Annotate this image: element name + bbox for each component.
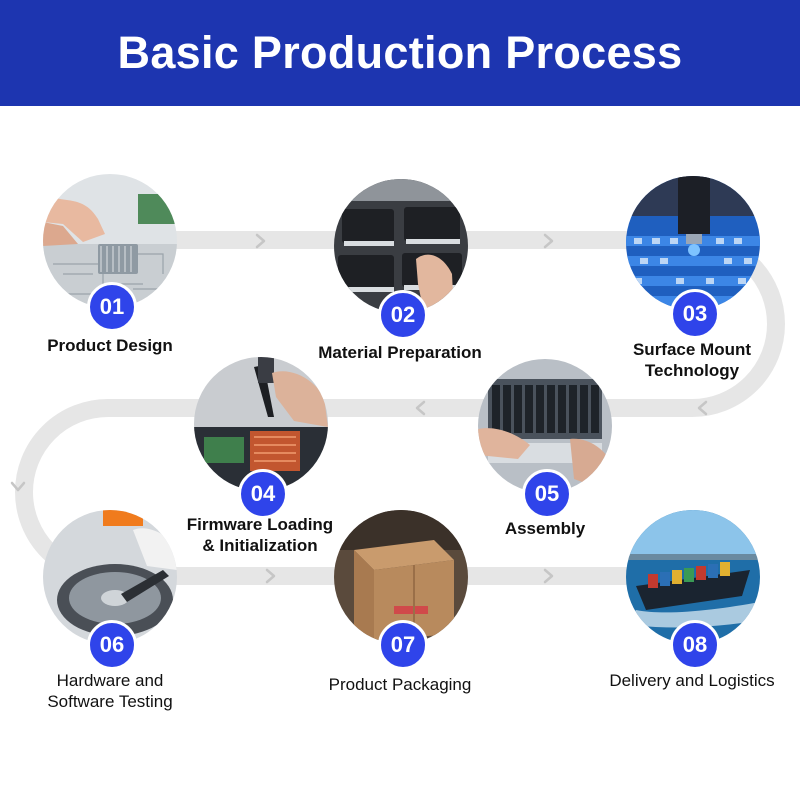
step-label: Assembly: [504, 519, 586, 538]
soldering-photo: [194, 357, 328, 491]
step-number-badge: 08: [670, 620, 720, 670]
track-row-1: [15, 231, 785, 585]
chevron-right-icon: [543, 568, 554, 584]
step-label: Surface Mount Technology: [632, 340, 752, 380]
step-number-badge: 03: [670, 289, 720, 339]
step-label: Firmware Loading & Initialization: [186, 515, 334, 555]
step-label: Product Packaging: [328, 675, 472, 694]
chevron-right-icon: [265, 568, 276, 584]
chevron-right-icon: [543, 233, 554, 249]
step-label: Product Design: [47, 336, 173, 355]
hard-drive-photo: [43, 510, 177, 644]
page-header: Basic Production Process: [0, 0, 800, 106]
chevron-right-icon: [255, 233, 266, 249]
component-reels-photo: [334, 179, 468, 313]
step-number-badge: 06: [87, 620, 137, 670]
circuit-design-photo: [43, 174, 177, 308]
step-label: Delivery and Logistics: [609, 671, 775, 690]
page-title: Basic Production Process: [117, 27, 683, 78]
chevron-down-icon: [10, 481, 26, 492]
step-label: Hardware and Software Testing: [47, 671, 173, 711]
step-number-badge: 02: [378, 290, 428, 340]
chevron-left-icon: [697, 400, 708, 416]
cardboard-boxes-photo: [334, 510, 468, 644]
step-number-badge: 07: [378, 620, 428, 670]
chevron-left-icon: [415, 400, 426, 416]
step-number-badge: 01: [87, 282, 137, 332]
step-number-badge: 04: [238, 469, 288, 519]
step-label: Material Preparation: [318, 343, 482, 362]
step-number-badge: 05: [522, 469, 572, 519]
